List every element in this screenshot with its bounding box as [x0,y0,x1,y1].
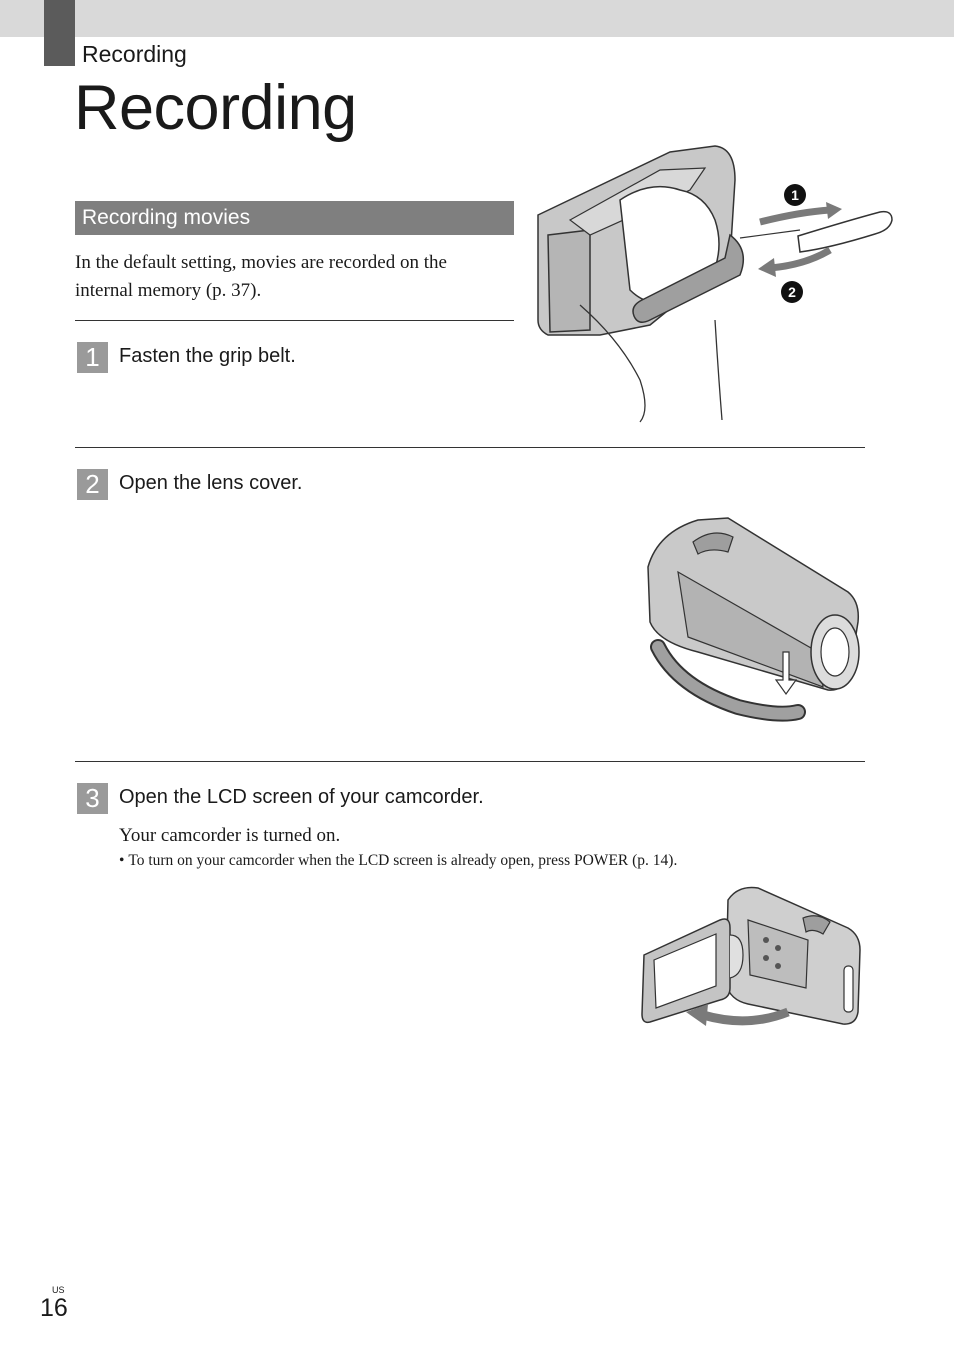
step-number-badge: 3 [77,783,108,814]
lcd-open-illustration [641,886,861,1026]
step-3-body: Your camcorder is turned on. [119,825,341,846]
intro-paragraph: In the default setting, movies are recor… [75,252,447,301]
subhead-bar: Recording movies [75,201,514,235]
step-3-bullet: • To turn on your camcorder when the LCD… [119,852,677,870]
divider [75,320,514,321]
step-1-text: Fasten the grip belt. [119,345,296,367]
header-bar [0,0,954,37]
bullet-text: To turn on your camcorder when the LCD s… [128,852,678,869]
page-region-code: US [52,1285,65,1295]
step-2-text: Open the lens cover. [119,472,303,494]
section-tab-marker [44,0,75,66]
step-3-text: Open the LCD screen of your camcorder. [119,786,484,808]
section-label: Recording [82,41,187,67]
grip-belt-illustration: 1 2 [537,145,893,423]
marker-2: 2 [788,284,796,300]
lens-cover-illustration [647,517,860,722]
step-number-badge: 2 [77,469,108,500]
page-number: 16 [40,1294,68,1322]
page-title: Recording [74,73,357,143]
bullet-icon: • [119,852,129,869]
divider [75,447,865,448]
divider [75,761,865,762]
marker-1: 1 [791,187,799,203]
step-number-badge: 1 [77,342,108,373]
subhead-title: Recording movies [82,206,251,229]
